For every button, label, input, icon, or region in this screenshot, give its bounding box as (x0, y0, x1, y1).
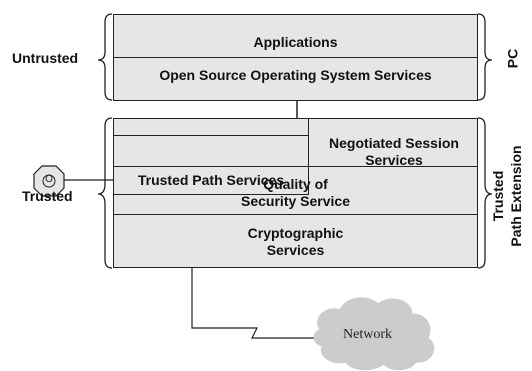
trusted-brace (97, 117, 113, 269)
trusted-stack (113, 118, 478, 268)
pc-brace (477, 13, 493, 101)
negotiated-session-label-line1: Negotiated Session (329, 135, 459, 151)
qos-label-line1: Quality of (263, 176, 328, 192)
untrusted-label: Untrusted (12, 50, 79, 66)
trusted-path-label: Trusted Path Services (137, 172, 285, 188)
tpe-line2: Path Extension (508, 145, 524, 247)
trusted-path-extension-label: Trusted Path Extension (486, 126, 532, 266)
tpe-line1: Trusted (490, 170, 506, 222)
trusted-path-extension-brace (477, 117, 493, 269)
device-icon: O (34, 166, 64, 196)
applications-layer (113, 14, 478, 58)
trusted-label: Trusted (22, 188, 73, 204)
crypto-label-line1: Cryptographic (247, 225, 344, 241)
os-services-label: Open Source Operating System Services (159, 67, 432, 83)
device-octagon (33, 165, 65, 197)
pc-label: PC (504, 48, 521, 69)
network-cloud (313, 297, 435, 371)
applications-label: Applications (253, 34, 338, 50)
network-label: Network (343, 327, 392, 342)
untrusted-brace (97, 13, 113, 101)
network-connector (191, 268, 322, 339)
negotiated-session-label-line2: Services (365, 152, 423, 168)
crypto-label-line2: Services (266, 242, 325, 258)
quality-of-security-layer (113, 166, 478, 215)
qos-label-line2: Security Service (241, 193, 350, 209)
tpe-rotator: Trusted Path Extension (486, 126, 532, 266)
trusted-path-inner (113, 135, 309, 195)
device-glyph: O (45, 174, 53, 185)
device-circle (42, 174, 56, 188)
